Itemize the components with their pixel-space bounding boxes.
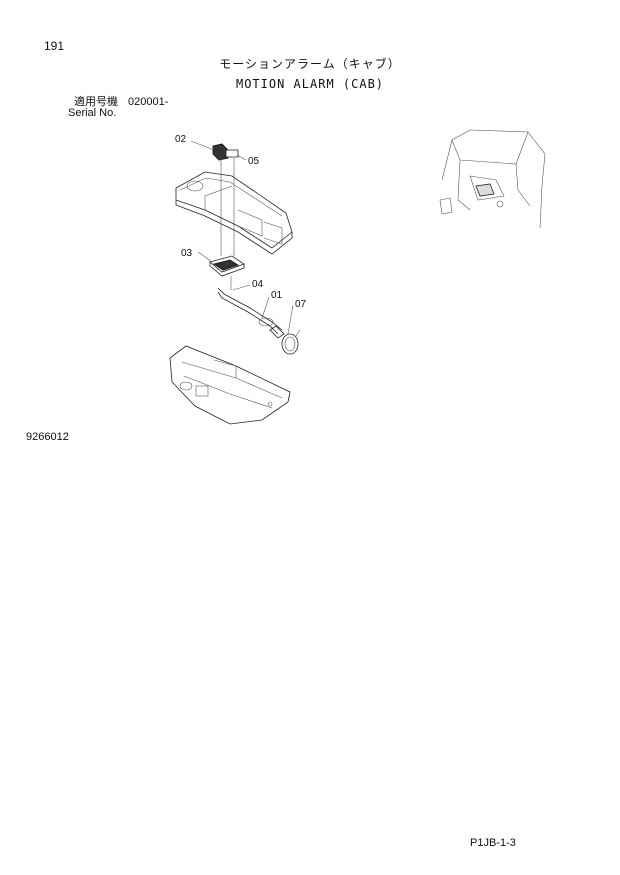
callout-07: 07 xyxy=(295,299,307,310)
buzzer-part-03-drawing xyxy=(209,255,245,277)
callout-03: 03 xyxy=(181,248,193,259)
console-housing-drawing xyxy=(175,171,293,255)
callout-05: 05 xyxy=(248,156,260,167)
callout-01: 01 xyxy=(271,290,283,301)
wire-harness-part-01-drawing xyxy=(217,287,285,339)
lower-cover-drawing xyxy=(169,345,291,425)
switch-part-02-drawing xyxy=(212,143,239,161)
diagram-code: 9266012 xyxy=(26,431,69,443)
footer-code: P1JB-1-3 xyxy=(470,837,516,849)
page-number: 191 xyxy=(44,39,65,53)
page-title: MOTION ALARM (CAB) xyxy=(235,77,385,91)
cab-location-inset xyxy=(439,129,546,229)
clip-part-07-drawing xyxy=(281,329,301,355)
serial-label: Serial No. xyxy=(68,107,117,119)
serial-number-value: 020001- xyxy=(128,96,169,108)
callout-02: 02 xyxy=(175,134,187,145)
callout-leader-lines xyxy=(190,140,294,335)
serial-label-japanese: 適用号機 xyxy=(74,96,118,108)
assembly-guide-lines xyxy=(220,158,235,290)
page-title-japanese: モーションアラーム（キャブ） xyxy=(219,57,401,71)
callout-04: 04 xyxy=(252,279,264,290)
